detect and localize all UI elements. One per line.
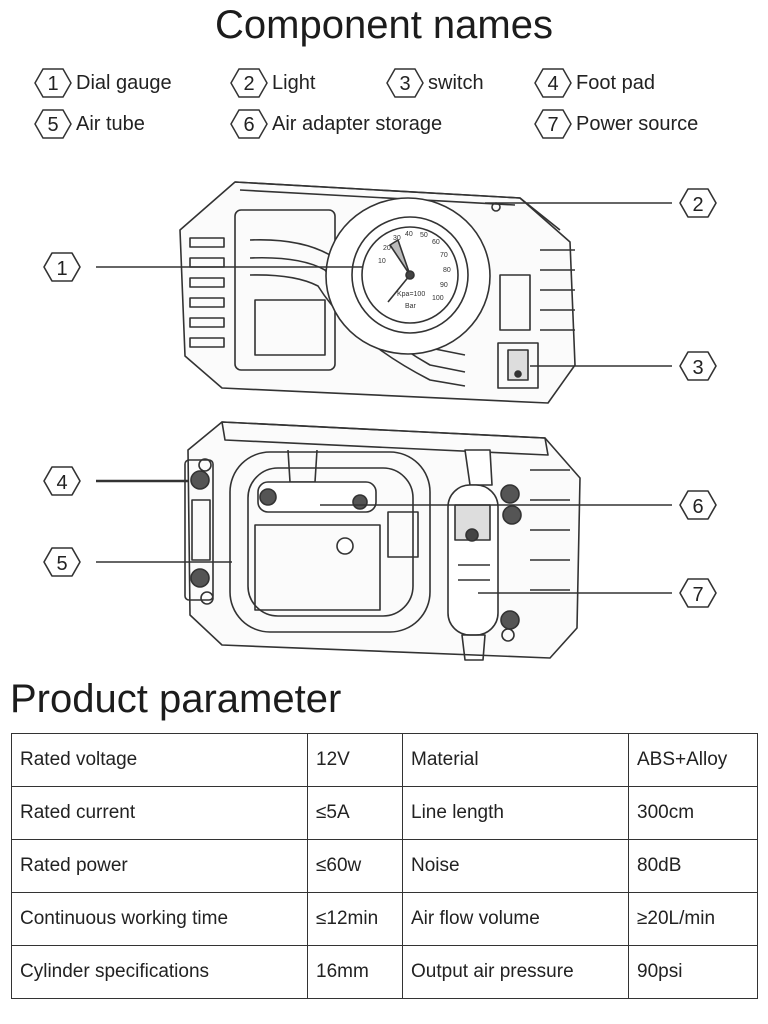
param-value: 80dB xyxy=(628,839,758,893)
legend-item-light: 2 Light xyxy=(230,67,315,99)
svg-text:7: 7 xyxy=(547,114,558,136)
legend-label: Air adapter storage xyxy=(272,112,443,135)
param-value: 12V xyxy=(307,733,403,787)
legend-item-dial-gauge: 1 Dial gauge xyxy=(34,67,172,99)
param-name: Continuous working time xyxy=(11,892,308,946)
param-name: Output air pressure xyxy=(402,945,629,999)
legend-label: Dial gauge xyxy=(76,71,172,94)
gauge-tick-label: 60 xyxy=(432,239,440,246)
legend-label: switch xyxy=(428,71,484,94)
legend-item-foot-pad: 4 Foot pad xyxy=(534,67,655,99)
svg-text:4: 4 xyxy=(547,73,558,95)
legend-item-power-source: 7 Power source xyxy=(534,108,698,140)
param-value: ≤60w xyxy=(307,839,403,893)
svg-text:1: 1 xyxy=(56,258,67,280)
compressor-top-view: 10 20 30 40 50 60 70 80 90 100 Kpa=100 B… xyxy=(179,181,576,404)
gauge-tick-label: 20 xyxy=(383,245,391,252)
callout-4: 4 xyxy=(43,466,81,496)
power-plug xyxy=(447,449,499,661)
table-row: Cylinder specifications 16mm Output air … xyxy=(11,945,758,999)
callout-3: 3 xyxy=(679,351,717,381)
number-badge-icon: 4 xyxy=(534,68,572,98)
table-row: Continuous working time ≤12min Air flow … xyxy=(11,892,758,946)
param-name: Air flow volume xyxy=(402,892,629,946)
param-value: 300cm xyxy=(628,786,758,840)
legend-label: Air tube xyxy=(76,112,145,135)
svg-text:5: 5 xyxy=(47,114,58,136)
table-row: Rated power ≤60w Noise 80dB xyxy=(11,839,758,893)
gauge-unit-label: Kpa=100 xyxy=(397,291,425,298)
svg-text:1: 1 xyxy=(47,73,58,95)
gauge-bar-label: Bar xyxy=(405,303,417,310)
param-name: Noise xyxy=(402,839,629,893)
svg-text:2: 2 xyxy=(243,73,254,95)
legend-item-air-tube: 5 Air tube xyxy=(34,108,145,140)
number-badge-icon: 2 xyxy=(230,68,268,98)
callout-5: 5 xyxy=(43,547,81,577)
gauge-tick-label: 40 xyxy=(405,231,413,238)
gauge-tick-label: 70 xyxy=(440,252,448,259)
number-badge-icon: 1 xyxy=(34,68,72,98)
param-value: ABS+Alloy xyxy=(628,733,758,787)
dial-gauge xyxy=(325,197,491,355)
product-diagram: 10 20 30 40 50 60 70 80 90 100 Kpa=100 B… xyxy=(43,181,717,661)
table-row: Rated voltage 12V Material ABS+Alloy xyxy=(11,733,758,787)
gauge-tick-label: 90 xyxy=(440,282,448,289)
callout-2: 2 xyxy=(679,188,717,218)
legend-label: Light xyxy=(272,71,316,94)
page-title: Component names xyxy=(215,3,553,47)
svg-text:4: 4 xyxy=(56,472,67,494)
callout-6: 6 xyxy=(679,490,717,520)
legend-label: Foot pad xyxy=(576,71,655,94)
svg-text:3: 3 xyxy=(399,73,410,95)
legend-item-switch: 3 switch xyxy=(386,67,484,99)
callout-7: 7 xyxy=(679,578,717,608)
param-value: 90psi xyxy=(628,945,758,999)
callout-1: 1 xyxy=(43,252,81,282)
param-name: Rated power xyxy=(11,839,308,893)
param-name: Rated voltage xyxy=(11,733,308,787)
gauge-tick-label: 30 xyxy=(393,235,401,242)
parameters-table: Rated voltage 12V Material ABS+Alloy Rat… xyxy=(11,733,758,999)
svg-text:3: 3 xyxy=(692,357,703,379)
svg-text:2: 2 xyxy=(692,194,703,216)
param-value: 16mm xyxy=(307,945,403,999)
number-badge-icon: 5 xyxy=(34,109,72,139)
svg-text:6: 6 xyxy=(243,114,254,136)
legend-label: Power source xyxy=(576,112,699,135)
param-name: Cylinder specifications xyxy=(11,945,308,999)
param-name: Rated current xyxy=(11,786,308,840)
gauge-tick-label: 50 xyxy=(420,232,428,239)
gauge-tick-label: 10 xyxy=(378,258,386,265)
table-row: Rated current ≤5A Line length 300cm xyxy=(11,786,758,840)
svg-text:7: 7 xyxy=(692,584,703,606)
param-value: ≥20L/min xyxy=(628,892,758,946)
gauge-tick-label: 100 xyxy=(432,295,444,302)
number-badge-icon: 7 xyxy=(534,109,572,139)
parameters-heading: Product parameter xyxy=(10,677,342,721)
compressor-bottom-view xyxy=(184,421,581,661)
number-badge-icon: 3 xyxy=(386,68,424,98)
param-value: ≤5A xyxy=(307,786,403,840)
param-value: ≤12min xyxy=(307,892,403,946)
param-name: Line length xyxy=(402,786,629,840)
svg-text:5: 5 xyxy=(56,553,67,575)
gauge-tick-label: 80 xyxy=(443,267,451,274)
param-name: Material xyxy=(402,733,629,787)
number-badge-icon: 6 xyxy=(230,109,268,139)
svg-text:6: 6 xyxy=(692,496,703,518)
legend-item-air-adapter-storage: 6 Air adapter storage xyxy=(230,108,442,140)
